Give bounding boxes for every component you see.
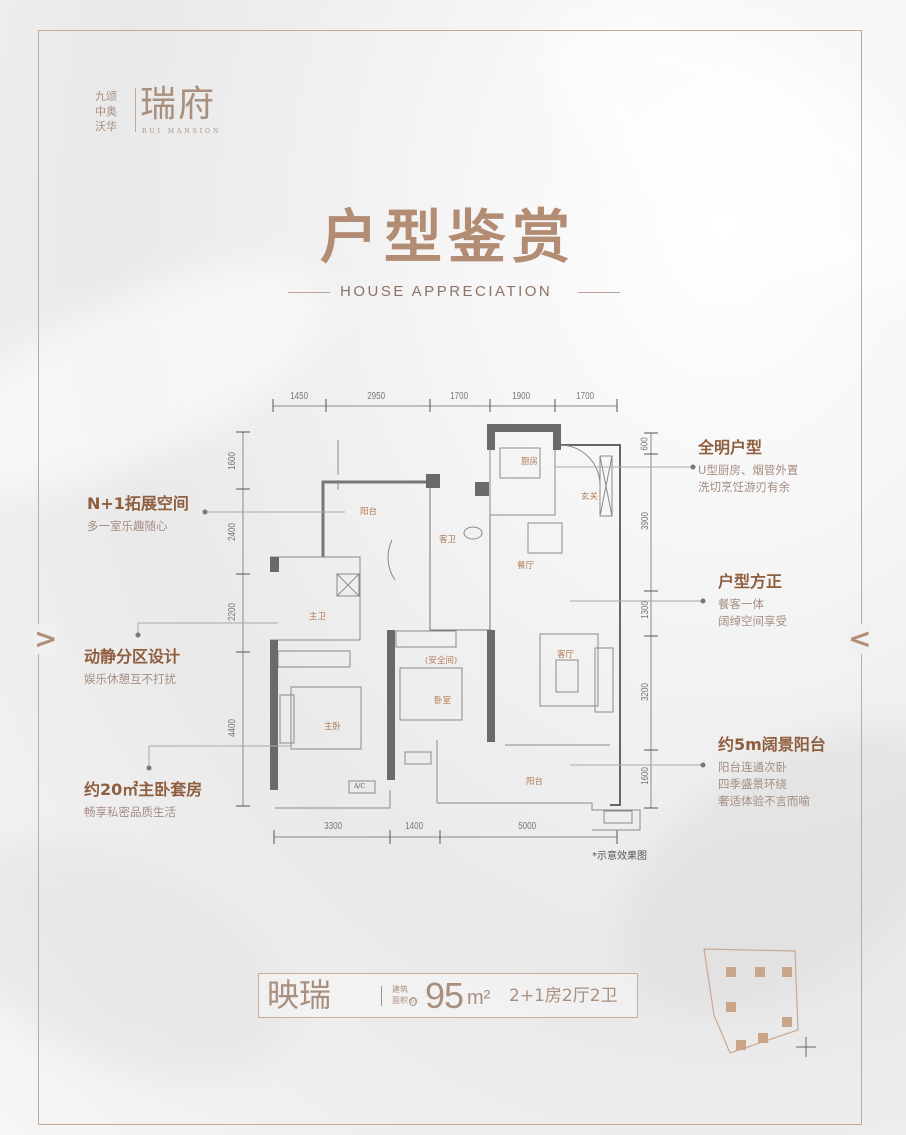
dim-label: 3300 [324, 821, 343, 832]
logo-divider [135, 88, 136, 132]
building-marker [758, 1033, 768, 1043]
unit-info-box: 映瑞 建筑 面积约 95 m² 2+1房2厅2卫 [258, 973, 638, 1018]
callout-desc: 娱乐休憩互不打扰 [84, 672, 176, 686]
room-balcony-top: 阳台 [360, 507, 378, 517]
callout-desc: 畅享私密品质生活 [84, 805, 176, 819]
decorative-frame [38, 30, 862, 1125]
callout-desc: 餐客一体 [718, 597, 764, 611]
building-marker [736, 1040, 746, 1050]
dim-label: 1700 [450, 391, 469, 402]
callout-desc: 阳台连通次卧 [718, 760, 787, 774]
approx-mark: 约 [409, 997, 418, 1006]
logo-line: 中奥 [95, 105, 117, 118]
logo-english: RUI MANSION [142, 128, 222, 135]
callout-title: 约5m阔景阳台 [718, 735, 826, 754]
callout-n-plus-1: N+1拓展空间 多一室乐趣随心 [87, 494, 189, 535]
dim-label: 1400 [405, 821, 424, 832]
unit-area: 95 [425, 975, 464, 1016]
callout-desc: 洗切烹饪游刃有余 [698, 480, 790, 494]
callout-desc: U型厨房、烟管外置 [698, 463, 799, 477]
callout-square-layout: 户型方正 餐客一体 阔绰空间享受 [718, 572, 787, 630]
callout-title: 全明户型 [698, 438, 763, 457]
room-entry: 玄关 [581, 492, 599, 502]
callout-balcony: 约5m阔景阳台 阳台连通次卧 四季盛景环绕 奢适体验不言而喻 [718, 735, 826, 810]
building-marker [782, 967, 792, 977]
callout-desc: 阔绰空间享受 [718, 614, 787, 628]
callout-title: 动静分区设计 [84, 647, 181, 666]
building-marker [726, 967, 736, 977]
dim-label: 1900 [512, 391, 531, 402]
building-marker [782, 1017, 792, 1027]
room-guest-bath: 客卫 [439, 535, 457, 545]
disclaimer-note: *示意效果图 [592, 851, 647, 862]
dim-label: 2950 [367, 391, 386, 402]
ac-unit-label: A/C [354, 783, 365, 790]
callout-all-bright: 全明户型 U型厨房、烟管外置 洗切烹饪游刃有余 [698, 438, 798, 496]
callout-desc: 多一室乐趣随心 [87, 519, 168, 533]
building-marker [755, 967, 765, 977]
room-bedroom: 卧室 [434, 696, 452, 706]
callout-title: 约20㎡主卧套房 [84, 780, 203, 799]
building-marker [726, 1002, 736, 1012]
dim-label: 1450 [290, 391, 309, 402]
site-map [703, 948, 816, 1057]
callout-title: N+1拓展空间 [87, 494, 189, 513]
page-subtitle: HOUSE APPRECIATION [340, 283, 553, 300]
logo-name: 瑞府 [140, 84, 217, 125]
logo-developers: 九颂 中奥 沃华 [95, 89, 117, 134]
room-safe-room: (安全间) [425, 656, 458, 666]
info-divider [381, 986, 382, 1006]
unit-area-unit: m² [467, 987, 491, 1009]
room-kitchen: 厨房 [521, 457, 539, 467]
logo-line: 九颂 [95, 90, 117, 103]
callout-desc: 奢适体验不言而喻 [718, 794, 810, 808]
chevron-right-icon: > [34, 622, 58, 655]
dim-label: 1700 [576, 391, 595, 402]
area-label: 建筑 面积约 [392, 984, 418, 1006]
logo-line: 沃华 [95, 120, 117, 133]
room-master-bedroom: 主卧 [324, 722, 342, 732]
compass-icon [796, 1037, 816, 1057]
room-living: 客厅 [557, 650, 575, 660]
room-balcony-bottom: 阳台 [526, 777, 544, 787]
room-dining: 餐厅 [517, 561, 535, 571]
unit-name: 映瑞 [267, 976, 332, 1014]
area-label-line: 建筑 [392, 985, 408, 994]
chevron-left-icon: < [848, 622, 872, 655]
dim-label: 5000 [518, 821, 537, 832]
callout-desc: 四季盛景环绕 [718, 777, 787, 791]
callout-zoning: 动静分区设计 娱乐休憩互不打扰 [84, 647, 180, 688]
callout-master-suite: 约20㎡主卧套房 畅享私密品质生活 [84, 780, 202, 821]
page-title: 户型鉴赏 [320, 203, 577, 271]
area-label-line: 面积 [392, 996, 408, 1005]
unit-layout: 2+1房2厅2卫 [509, 986, 618, 1006]
callout-title: 户型方正 [718, 572, 783, 591]
room-master-bath: 主卫 [309, 612, 327, 622]
